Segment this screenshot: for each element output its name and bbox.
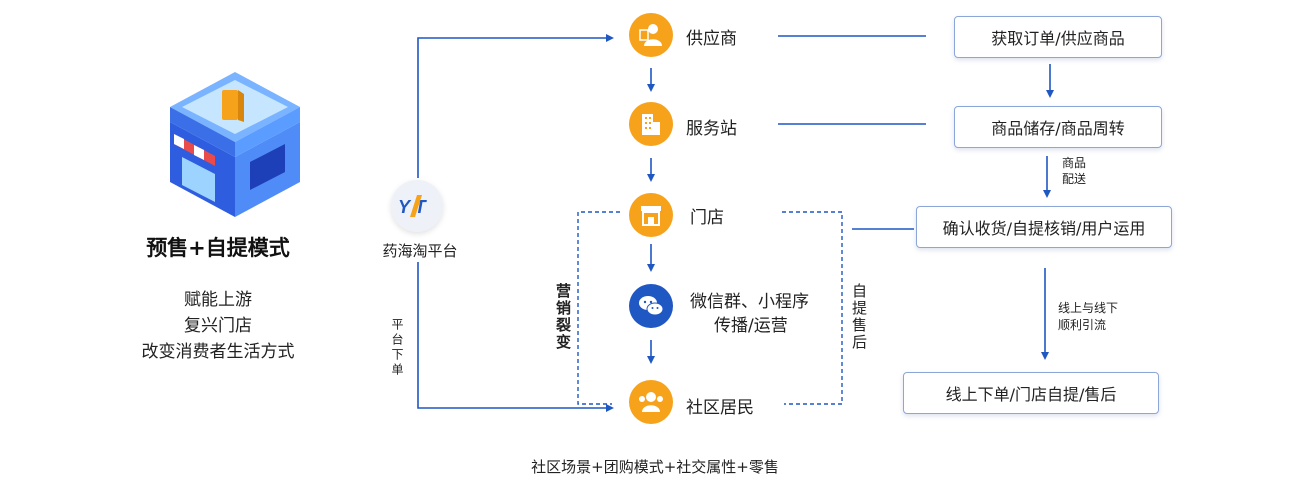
footer-caption: 社区场景+团购模式+社交属性+零售 [531,458,779,476]
left-line-3: 改变消费者生活方式 [141,342,295,362]
supplier-label: 供应商 [686,29,737,49]
left-line-1: 赋能上游 [184,290,252,310]
store-node-icon [629,193,673,237]
building-icon [642,114,660,135]
marketing-dashed-loop [577,211,620,405]
pickup-dashed-loop [782,211,843,405]
delivery-note-1: 商品 [1062,156,1087,170]
box-orders: 获取订单/供应商品 [954,16,1162,58]
yt-logo-icon: Y T [398,195,428,217]
left-title: 预售+自提模式 [146,236,290,260]
store-label: 门店 [690,208,724,228]
wechat-label-line1: 微信群、小程序 [690,292,809,312]
people-icon [639,392,663,412]
platform-to-supplier-line [417,34,614,178]
box-orders-label: 获取订单/供应商品 [991,29,1125,48]
supplier-icon [639,24,662,46]
wechat-node-icon [629,284,673,328]
diversion-note-2: 顺利引流 [1058,318,1107,332]
box-storage: 商品储存/商品周转 [954,106,1162,148]
box-online-order: 线上下单/门店自提/售后 [903,372,1159,414]
platform-to-residents-line [417,262,614,412]
left-line-2: 复兴门店 [184,316,252,336]
platform-order-label: 平台下单 [390,318,404,378]
box-storage-label: 商品储存/商品周转 [991,119,1125,138]
pickup-label: 自提售后 [850,283,868,351]
marketing-label: 营销裂变 [554,283,572,351]
svg-text:Y T: Y T [398,197,428,217]
storefront-icon [641,206,661,226]
wechat-label-line2: 传播/运营 [714,316,788,336]
wechat-icon [639,296,664,316]
box-confirm-label: 确认收货/自提核销/用户运用 [942,219,1146,238]
box-online-order-label: 线上下单/门店自提/售后 [945,385,1117,404]
residents-node-icon [629,380,673,424]
residents-label: 社区居民 [686,398,754,418]
box-confirm: 确认收货/自提核销/用户运用 [916,206,1172,248]
platform-logo: Y T [391,180,443,232]
platform-name: 药海淘平台 [382,242,458,260]
service-station-node-icon [629,102,673,146]
supplier-node-icon [629,13,673,57]
service-station-label: 服务站 [686,119,737,139]
diversion-note-1: 线上与线下 [1058,301,1119,315]
store-illustration [170,72,300,217]
delivery-note-2: 配送 [1062,172,1087,186]
